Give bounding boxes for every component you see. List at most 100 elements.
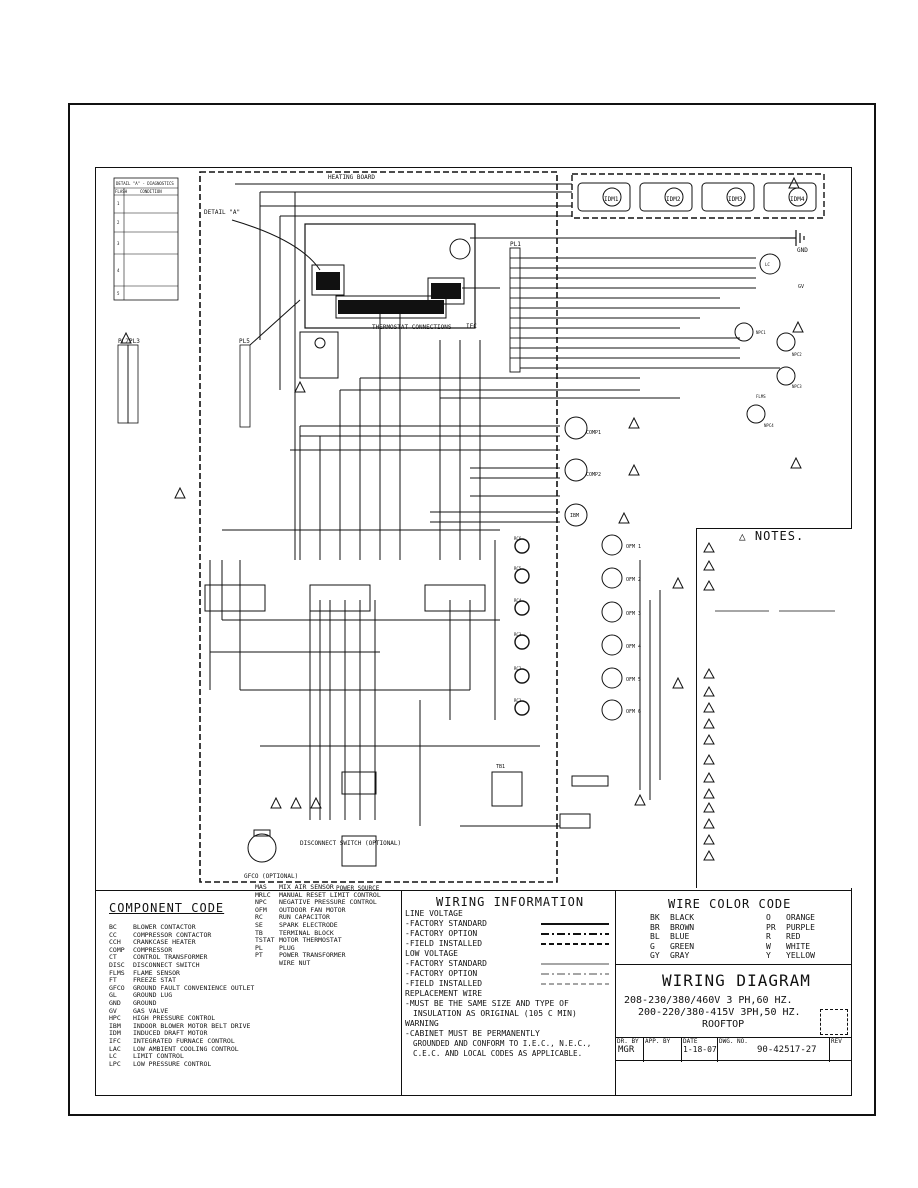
comp1-label: COMP1 xyxy=(586,430,601,436)
component-code-abbr: FT xyxy=(109,976,117,985)
ofm1-label: OFM 1 xyxy=(626,544,641,550)
component-code-abbr: DISC xyxy=(109,960,125,969)
run-capacitors xyxy=(514,538,530,716)
compressors xyxy=(564,416,588,527)
component-code-abbr: LC xyxy=(109,1052,117,1061)
wire-color-abbr: BK xyxy=(650,913,660,922)
component-code-abbr: FLMS xyxy=(109,968,125,977)
wiring-info-body: LINE VOLTAGE -FACTORY STANDARD -FACTORY … xyxy=(405,909,613,1059)
component-code-abbr: IDM xyxy=(109,1029,121,1038)
dwg-label: DWG. NO. xyxy=(719,1038,748,1045)
low-voltage-legend: -FACTORY STANDARD -FACTORY OPTION -FIELD… xyxy=(405,959,613,989)
diagnostics-header-flash: FLASH xyxy=(115,189,128,194)
component-code-desc: BLOWER CONTACTOR xyxy=(133,923,196,931)
component-code-abbr: GND xyxy=(109,998,121,1007)
pl2-label: PL2 xyxy=(118,338,129,345)
component-code-row: CC COMPRESSOR CONTACTOR xyxy=(109,930,254,940)
pl5-label: PL5 xyxy=(239,338,250,345)
disconnect-label: DISCONNECT SWITCH (OPTIONAL) xyxy=(300,840,401,847)
terminal-block xyxy=(491,771,609,829)
heating-board-label: HEATING BOARD xyxy=(328,174,375,181)
lv-item-1: -FACTORY STANDARD xyxy=(405,919,487,928)
component-code-abbr: HPC xyxy=(109,1014,121,1023)
wire-color-name: PURPLE xyxy=(786,922,815,932)
component-code-desc: COMPRESSOR CONTACTOR xyxy=(133,930,212,939)
diag-num-4: 4 xyxy=(117,268,120,273)
component-code-desc: LOW PRESSURE CONTROL xyxy=(133,1059,212,1068)
wire-color-abbr: Y xyxy=(766,951,771,961)
rc1-label: RC1 xyxy=(514,698,522,703)
component-code-desc: FREEZE STAT xyxy=(133,976,177,985)
component-code-abbr: CC xyxy=(109,930,117,939)
rc4-label: RC4 xyxy=(514,598,522,603)
pl1-strip xyxy=(509,247,521,373)
component-code-desc: INTEGRATED FURNACE CONTROL xyxy=(133,1036,235,1045)
dwg-value: 90-42517-27 xyxy=(757,1045,817,1055)
lv-item-3: -FIELD INSTALLED xyxy=(405,939,483,948)
diagnostics-table xyxy=(113,177,179,301)
rc6-label: RC6 xyxy=(514,536,522,541)
replacement-heading: REPLACEMENT WIRE xyxy=(405,989,483,998)
component-code-abbr: LPC xyxy=(109,1059,121,1068)
control-box-outline xyxy=(199,171,558,883)
replacement-text-1: -MUST BE THE SAME SIZE AND TYPE OF xyxy=(405,999,569,1008)
wire-color-code-title: WIRE COLOR CODE xyxy=(668,897,792,911)
component-code-desc: GROUND LUG xyxy=(133,991,173,1000)
component-code-desc: GAS VALVE xyxy=(133,1006,169,1015)
gfco-outlet xyxy=(247,829,277,863)
wire-color-abbr: BR xyxy=(650,922,660,932)
component-code-desc: OUTDOOR FAN MOTOR xyxy=(279,905,346,914)
wire-color-abbr: GY xyxy=(650,951,660,961)
npc3-label: NPC3 xyxy=(792,384,802,389)
rc2-label: RC2 xyxy=(514,666,522,671)
component-code-abbr: LAC xyxy=(109,1044,121,1053)
dwg-cell: DWG. NO. 90-42517-27 xyxy=(717,1038,830,1062)
wire-color-abbr: PR xyxy=(766,922,776,932)
pl2-pl3-strips xyxy=(117,344,251,428)
page-border xyxy=(68,103,876,1116)
line-voltage-wires xyxy=(210,183,780,827)
component-code-title: COMPONENT CODE xyxy=(109,901,225,915)
low-item-3: -FIELD INSTALLED xyxy=(405,979,483,988)
npc4-label: NPC4 xyxy=(764,423,774,428)
title-block: WIRING DIAGRAM 208-230/380/460V 3 PH,60 … xyxy=(615,964,852,1096)
leader-arrows xyxy=(231,219,500,346)
flms-label: FLMS xyxy=(756,394,766,399)
npc2-label: NPC2 xyxy=(792,352,802,357)
line-voltage-heading: LINE VOLTAGE xyxy=(405,909,463,918)
component-code-desc: HIGH PRESSURE CONTROL xyxy=(133,1014,216,1023)
note-triangles xyxy=(120,176,804,809)
idm1-label: IDM1 xyxy=(604,196,619,203)
gv-label: GV xyxy=(798,284,804,290)
component-code-desc: MOTOR THERMOSTAT xyxy=(279,936,342,945)
title-block-line2: 200-220/380-415V 3PH,50 HZ. xyxy=(638,1007,801,1018)
component-code-desc: INDUCED DRAFT MOTOR xyxy=(133,1029,208,1038)
component-code-desc: CRANKCASE HEATER xyxy=(133,938,196,947)
component-code-abbr xyxy=(255,960,279,968)
component-code-abbr: SE xyxy=(255,920,263,929)
ifc-label: IFC xyxy=(466,323,477,330)
warning-text-1: -CABINET MUST BE PERMANENTLY xyxy=(405,1029,540,1038)
component-code-desc: GROUND FAULT CONVENIENCE OUTLET xyxy=(133,983,255,992)
wire-color-row: PR PURPLE xyxy=(766,923,815,933)
thermostat-label: THERMOSTAT CONNECTIONS xyxy=(372,324,452,331)
wire-color-abbr: G xyxy=(650,941,655,951)
